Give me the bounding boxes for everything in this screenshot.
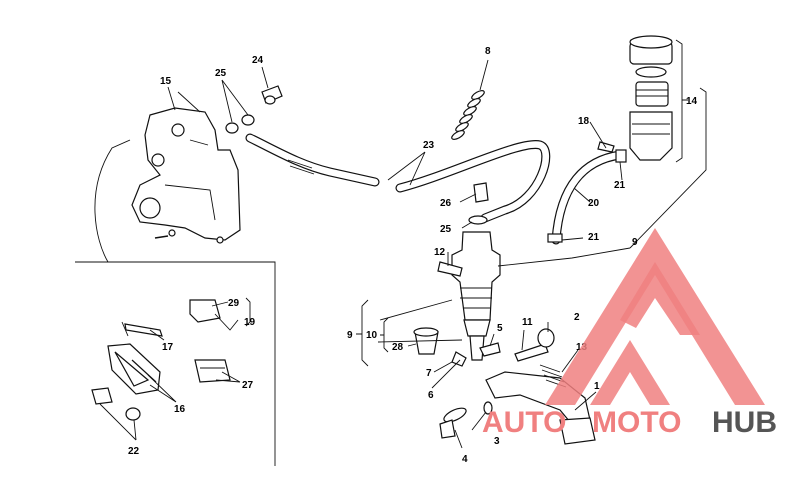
watermark-logo: AUTO MOTO HUB bbox=[482, 228, 777, 439]
callout-15: 15 bbox=[160, 76, 172, 87]
callout-7: 7 bbox=[426, 368, 432, 379]
callout-11: 11 bbox=[522, 317, 533, 328]
master-cylinder bbox=[437, 182, 501, 367]
callout-10: 10 bbox=[366, 330, 378, 341]
callout-labels: 1 2 3 4 5 6 7 8 9 10 11 12 13 14 15 16 1… bbox=[128, 46, 698, 465]
callout-9: 9 bbox=[347, 330, 353, 341]
callout-19: 19 bbox=[244, 317, 256, 328]
callout-12: 12 bbox=[434, 247, 446, 258]
callout-25: 25 bbox=[215, 68, 227, 79]
callout-22: 22 bbox=[128, 446, 140, 457]
brake-caliper bbox=[131, 107, 241, 244]
watermark-hub: HUB bbox=[712, 406, 777, 439]
callout-21: 21 bbox=[614, 180, 626, 191]
callout-20: 20 bbox=[588, 198, 600, 209]
callout-24: 24 bbox=[252, 55, 264, 66]
dust-boot bbox=[413, 327, 439, 355]
callout-3: 3 bbox=[494, 436, 500, 447]
fluid-reservoir bbox=[629, 35, 673, 161]
callout-9-second: 9 bbox=[632, 237, 638, 248]
inset-parts bbox=[91, 299, 231, 421]
callout-1: 1 bbox=[594, 381, 600, 392]
spring-sleeve bbox=[451, 90, 485, 140]
callout-5: 5 bbox=[497, 323, 503, 334]
callout-2: 2 bbox=[574, 312, 580, 323]
watermark-auto: AUTO bbox=[482, 406, 566, 439]
callout-17: 17 bbox=[162, 342, 174, 353]
leader-lines bbox=[99, 39, 707, 449]
watermark-moto: MOTO bbox=[592, 406, 681, 439]
reservoir-hose bbox=[547, 141, 627, 245]
callout-28: 28 bbox=[392, 342, 404, 353]
callout-29: 29 bbox=[228, 298, 240, 309]
callout-25-second: 25 bbox=[440, 224, 452, 235]
callout-26: 26 bbox=[440, 198, 452, 209]
brake-hose bbox=[245, 133, 551, 223]
callout-23: 23 bbox=[423, 140, 435, 151]
inset-frame bbox=[75, 139, 276, 466]
callout-27: 27 bbox=[242, 380, 254, 391]
callout-16: 16 bbox=[174, 404, 186, 415]
callout-8: 8 bbox=[485, 46, 491, 57]
callout-14: 14 bbox=[686, 96, 698, 107]
callout-21-second: 21 bbox=[588, 232, 600, 243]
callout-18: 18 bbox=[578, 116, 590, 127]
callout-4: 4 bbox=[462, 454, 468, 465]
banjo-bolt-top bbox=[225, 85, 283, 134]
callout-6: 6 bbox=[428, 390, 434, 401]
